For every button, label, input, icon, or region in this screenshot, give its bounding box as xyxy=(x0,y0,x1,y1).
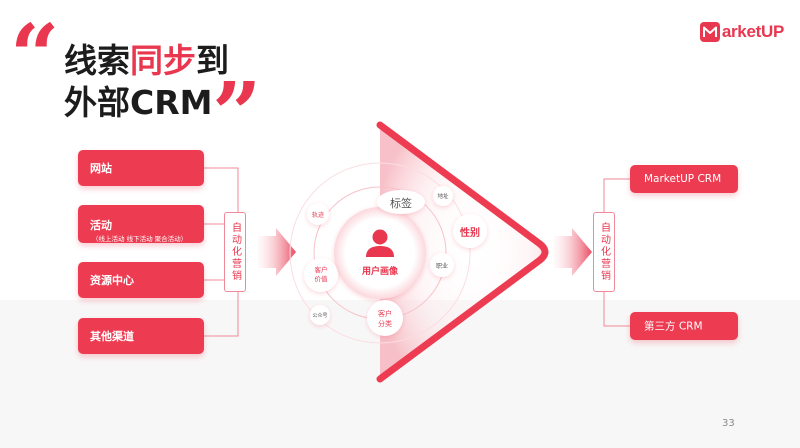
bubble-job: 职业 xyxy=(435,263,448,270)
source-website: 网站 xyxy=(78,150,204,186)
target-third-party-crm: 第三方 CRM xyxy=(630,312,738,340)
close-quote-mark: ” xyxy=(212,64,262,165)
title-line-2: 外部CRM xyxy=(64,83,213,122)
open-quote-mark: “ xyxy=(10,6,60,107)
source-other-channels: 其他渠道 xyxy=(78,318,204,354)
bubble-gender: 性别 xyxy=(460,228,480,239)
target-marketup-crm: MarketUP CRM xyxy=(630,165,738,193)
bubble-tag: 标签 xyxy=(390,197,412,210)
title-line-1: 线索同步到 xyxy=(64,41,229,80)
auto-marketing-left: 自动化营销 xyxy=(224,212,246,292)
bubble-customer-value: 客户 价值 xyxy=(314,266,328,283)
bubble-track: 轨迹 xyxy=(311,212,324,219)
source-resource-center: 资源中心 xyxy=(78,262,204,298)
source-events: 活动 （线上活动 线下活动 聚合活动） xyxy=(78,205,204,243)
source-events-sub: （线上活动 线下活动 聚合活动） xyxy=(92,235,188,243)
logo-text: arketUP xyxy=(721,22,784,41)
title-highlight: 同步 xyxy=(130,41,196,80)
bubble-customer-class: 客户 分类 xyxy=(378,310,392,328)
attribute-bubbles xyxy=(304,186,487,336)
user-profile-label: 用户画像 xyxy=(361,267,398,277)
bubble-public-account: 公众号 xyxy=(312,313,328,319)
logo-m-glyph xyxy=(702,26,717,37)
bubble-address: 地址 xyxy=(437,194,449,200)
chevron-shape xyxy=(376,121,549,383)
right-flow-arrow xyxy=(554,228,592,276)
marketup-logo: arketUP xyxy=(699,22,784,42)
logo-m-icon xyxy=(699,22,720,42)
slide-title: 线索同步到 外部CRM xyxy=(64,40,229,124)
left-flow-arrow xyxy=(258,228,296,276)
auto-marketing-right: 自动化营销 xyxy=(593,212,615,292)
page-number: 33 xyxy=(722,418,735,429)
user-icon xyxy=(366,229,394,257)
